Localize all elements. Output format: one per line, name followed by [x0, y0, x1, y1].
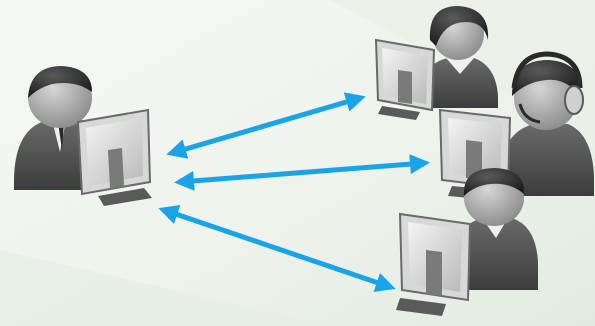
- network-diagram: [0, 0, 595, 326]
- diagram-canvas: [0, 0, 595, 326]
